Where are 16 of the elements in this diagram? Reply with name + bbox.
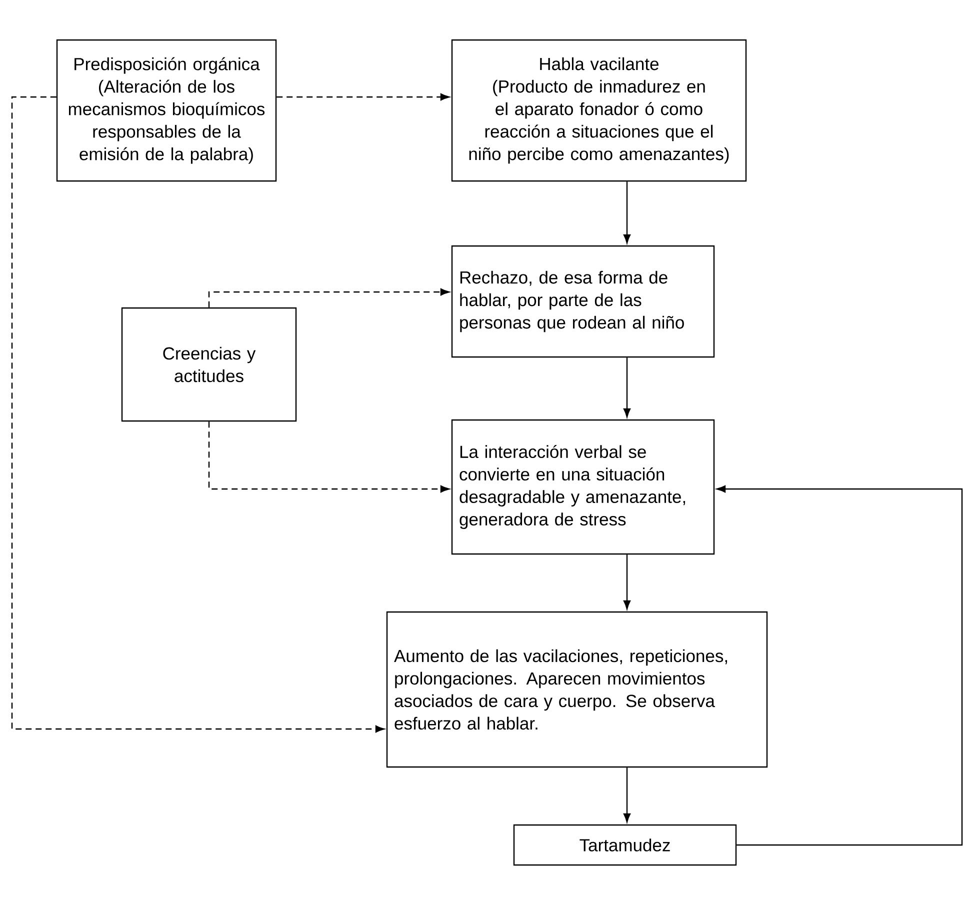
arrow — [623, 554, 631, 610]
process-box: Rechazo, de esa forma de hablar, por parte de las personas que rodean al niño — [451, 245, 715, 358]
arrow — [208, 422, 450, 493]
arrow — [716, 485, 963, 846]
process-box: Creencias y actitudes — [121, 307, 297, 422]
process-box: Aumento de las vacilaciones, repeticiones, prolongaciones. Aparecen movimientos asociados de cara y cuerpo. Se observa esfuerzo al hablar. — [386, 611, 768, 768]
arrow — [623, 182, 631, 244]
process-box: Tartamudez — [513, 824, 737, 866]
process-box: La interacción verbal se convierte en una situación desagradable y amenazante, generadora de stress — [451, 419, 715, 555]
process-box: Habla vacilante (Producto de inmadurez en el aparato fonador ó como reacción a situaciones que el niño percibe como amenazantes) — [451, 39, 747, 182]
arrow — [11, 96, 384, 733]
arrow — [276, 93, 450, 101]
arrow — [208, 288, 450, 308]
arrow — [623, 768, 631, 822]
process-box: Predisposición orgánica (Alteración de los mecanismos bioquímicos responsables de la emisión de la palabra) — [56, 39, 277, 182]
arrow — [623, 358, 631, 418]
